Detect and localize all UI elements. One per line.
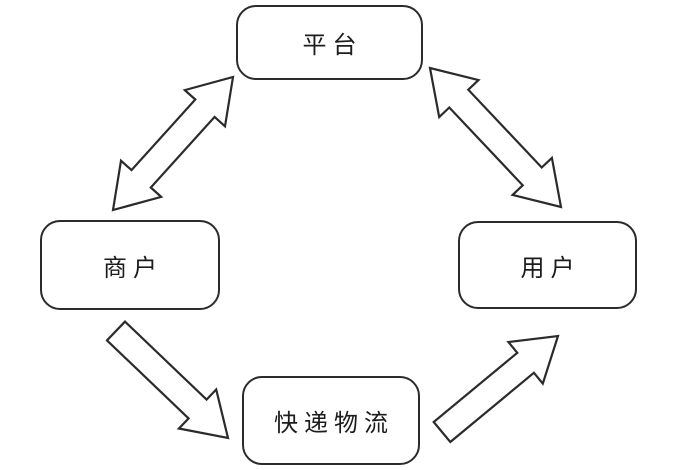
- arrow-logistics-user-icon: [432, 334, 560, 444]
- node-logistics: 快递物流: [242, 376, 420, 465]
- node-user-label: 用户: [520, 255, 581, 282]
- arrow-platform-user-icon: [428, 66, 563, 209]
- node-merchant: 商户: [40, 220, 220, 310]
- node-merchant-label: 商户: [103, 255, 163, 282]
- arrow-merchant-logistics-icon: [105, 320, 230, 440]
- node-user: 用户: [458, 221, 637, 309]
- node-logistics-label: 快递物流: [274, 411, 394, 437]
- node-platform-label: 平台: [302, 33, 363, 59]
- arrow-merchant-platform-icon: [111, 75, 235, 212]
- node-platform: 平台: [236, 5, 423, 80]
